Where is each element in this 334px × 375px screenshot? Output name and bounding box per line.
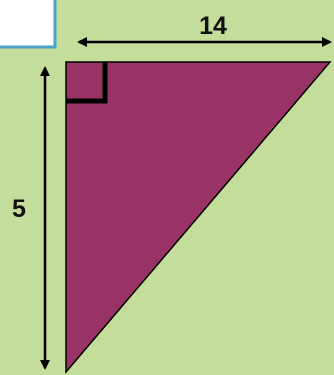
top-dimension-label: 14: [199, 12, 227, 40]
right-triangle: [65, 61, 332, 375]
right-angle-marker: [66, 62, 108, 104]
left-dimension-label: 5: [12, 195, 26, 223]
partial-card: [0, 0, 57, 49]
